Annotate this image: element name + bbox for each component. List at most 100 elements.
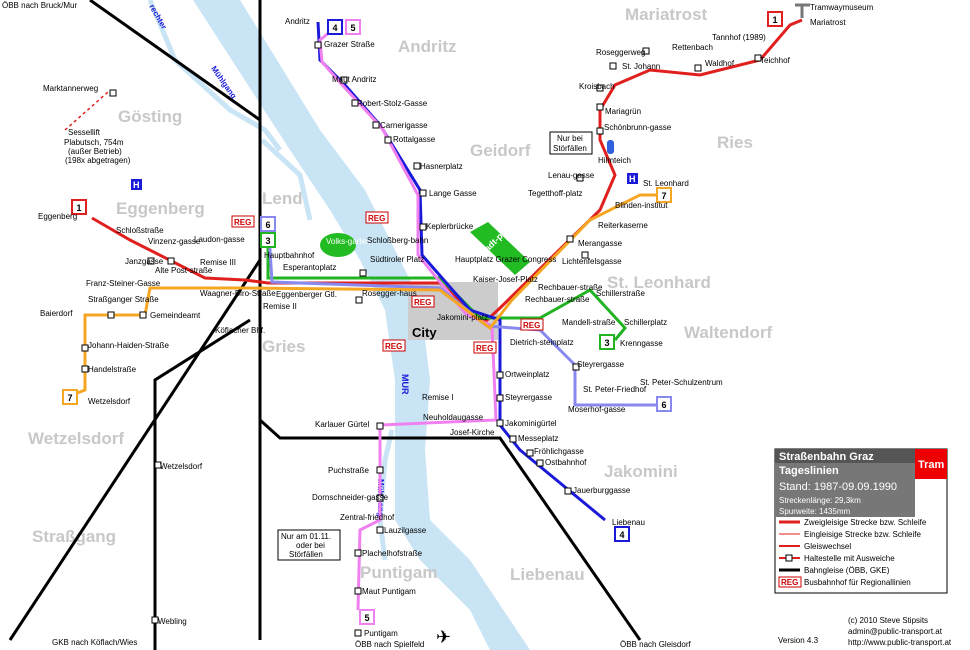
legend-tram-badge: Tram: [918, 459, 945, 471]
svg-text:Mariagrün: Mariagrün: [605, 107, 641, 116]
svg-text:Lenau-gasse: Lenau-gasse: [548, 171, 595, 180]
legend-subtitle: Tageslinien: [779, 465, 839, 477]
district-gries: Gries: [262, 337, 305, 356]
svg-text:Hasnerplatz: Hasnerplatz: [420, 162, 463, 171]
district-ries: Ries: [717, 133, 753, 152]
district-eggenberg: Eggenberg: [116, 199, 205, 218]
svg-text:Gleiswechsel: Gleiswechsel: [804, 542, 851, 551]
city-label: City: [412, 325, 437, 340]
line-5-route: [318, 20, 498, 611]
svg-text:St. Johann: St. Johann: [622, 62, 660, 71]
stoerfall-note-2: Nur am 01.11. oder bei Störfällen: [277, 529, 341, 561]
legend: Straßenbahn Graz Tageslinien Tram Stand:…: [774, 448, 948, 594]
svg-text:Lauzilgasse: Lauzilgasse: [384, 526, 427, 535]
district-goesting: Gösting: [118, 107, 182, 126]
svg-text:St. Leonhard: St. Leonhard: [643, 179, 689, 188]
svg-text:Nur am 01.11.: Nur am 01.11.: [281, 532, 331, 541]
svg-text:Schloßberg-bahn: Schloßberg-bahn: [367, 236, 428, 245]
svg-text:St. Peter-Friedhof: St. Peter-Friedhof: [583, 385, 647, 394]
svg-text:Sessellift: Sessellift: [68, 128, 101, 137]
credits-email: admin@public-transport.at: [848, 627, 943, 636]
svg-text:(198x abgetragen): (198x abgetragen): [65, 156, 131, 165]
svg-text:Rechbauer-straße: Rechbauer-straße: [525, 295, 590, 304]
svg-text:Keplerbrücke: Keplerbrücke: [426, 222, 474, 231]
district-lend: Lend: [262, 189, 303, 208]
svg-text:REG: REG: [414, 298, 431, 307]
district-jakomini: Jakomini: [604, 462, 678, 481]
svg-text:6: 6: [661, 400, 666, 410]
svg-text:Kroisbach: Kroisbach: [579, 82, 615, 91]
svg-text:Zentral-friedhof: Zentral-friedhof: [340, 513, 395, 522]
svg-text:Waldhof: Waldhof: [705, 59, 735, 68]
credits-url: http://www.public-transport.at: [848, 638, 952, 647]
bus-icons: H H: [131, 173, 638, 190]
line-7-route: [71, 193, 665, 397]
svg-text:Köflacher Bhf.: Köflacher Bhf.: [215, 326, 265, 335]
svg-text:Remise III: Remise III: [200, 258, 236, 267]
svg-text:Krenngasse: Krenngasse: [620, 339, 663, 348]
svg-text:St. Peter-Schulzentrum: St. Peter-Schulzentrum: [640, 378, 723, 387]
svg-text:Haltestelle mit Ausweiche: Haltestelle mit Ausweiche: [804, 554, 895, 563]
line-badges: 1 1 4 5 6 3 3 6 7 7 4 5: [62, 11, 783, 625]
line-1-route: [91, 18, 803, 325]
svg-text:Dornschneider-gasse: Dornschneider-gasse: [312, 493, 389, 502]
svg-text:Janzgasse: Janzgasse: [125, 257, 164, 266]
svg-text:Andritz: Andritz: [285, 17, 310, 26]
legend-stand: Stand: 1987-09.09.1990: [779, 481, 897, 493]
svg-text:Maut Andritz: Maut Andritz: [332, 75, 376, 84]
line-3-route: [266, 230, 627, 341]
svg-text:Eingleisige Strecke bzw. Schle: Eingleisige Strecke bzw. Schleife: [804, 530, 922, 539]
svg-text:Tramwaymuseum: Tramwaymuseum: [810, 3, 874, 12]
svg-text:Vinzenz-gasse: Vinzenz-gasse: [148, 237, 201, 246]
district-waltendorf: Waltendorf: [684, 323, 772, 342]
svg-text:Webling: Webling: [158, 617, 187, 626]
svg-text:Ortweinplatz: Ortweinplatz: [505, 370, 549, 379]
muehlgang-canal: [147, 0, 313, 221]
svg-text:Hauptbahnhof: Hauptbahnhof: [264, 251, 315, 260]
svg-text:Neuholdaugasse: Neuholdaugasse: [423, 413, 484, 422]
svg-text:Alte Post-straße: Alte Post-straße: [155, 266, 213, 275]
svg-text:REG: REG: [781, 578, 798, 587]
svg-text:Steyrergasse: Steyrergasse: [505, 393, 553, 402]
svg-text:Schillerplatz: Schillerplatz: [624, 318, 667, 327]
railway-lines: [8, 0, 642, 650]
svg-text:Grazer Straße: Grazer Straße: [324, 40, 375, 49]
svg-text:REG: REG: [234, 218, 251, 227]
mur-label: MUR: [400, 374, 410, 395]
district-geidorf: Geidorf: [470, 141, 531, 160]
svg-text:Johann-Haiden-Straße: Johann-Haiden-Straße: [88, 341, 169, 350]
rechter-label: rechter: [147, 3, 168, 31]
svg-text:Wetzelsdorf: Wetzelsdorf: [160, 462, 203, 471]
svg-text:Straßganger Straße: Straßganger Straße: [88, 295, 159, 304]
svg-text:Hilmteich: Hilmteich: [598, 156, 631, 165]
svg-text:oder bei: oder bei: [296, 541, 325, 550]
legend-gauge: Spurweite: 1435mm: [779, 507, 850, 516]
svg-text:Schillerstraße: Schillerstraße: [596, 289, 645, 298]
svg-text:Blinden-institut: Blinden-institut: [615, 201, 668, 210]
district-st-leonhard: St. Leonhard: [607, 273, 711, 292]
svg-text:7: 7: [67, 393, 72, 403]
stop-labels: Andritz Grazer Straße Maut Andritz Rober…: [38, 3, 874, 638]
svg-text:7: 7: [661, 191, 666, 201]
svg-text:Robert-Stolz-Gasse: Robert-Stolz-Gasse: [357, 99, 428, 108]
svg-text:Moserhof-gasse: Moserhof-gasse: [568, 405, 626, 414]
svg-text:Puchstraße: Puchstraße: [328, 466, 369, 475]
stadtpark: [470, 222, 530, 275]
svg-text:Lange Gasse: Lange Gasse: [429, 189, 477, 198]
svg-text:Maut Puntigam: Maut Puntigam: [362, 587, 416, 596]
svg-text:Rechbauer-straße: Rechbauer-straße: [538, 283, 603, 292]
svg-text:Nur bei: Nur bei: [557, 134, 583, 143]
svg-text:Karlauer Gürtel: Karlauer Gürtel: [315, 420, 369, 429]
svg-text:Jakomini-platz: Jakomini-platz: [437, 313, 488, 322]
svg-text:Steyrergasse: Steyrergasse: [577, 360, 625, 369]
stop-markers: [81, 41, 762, 637]
svg-text:Roseggerweg: Roseggerweg: [596, 48, 645, 57]
svg-text:Jauerburggasse: Jauerburggasse: [573, 486, 631, 495]
svg-text:Jakominigürtel: Jakominigürtel: [505, 419, 557, 428]
svg-text:Baierdorf: Baierdorf: [40, 309, 73, 318]
svg-text:Josef-Kirche: Josef-Kirche: [450, 428, 495, 437]
svg-text:Dietrich-steinplatz: Dietrich-steinplatz: [510, 338, 574, 347]
svg-text:Tannhof (1989): Tannhof (1989): [712, 33, 766, 42]
legend-length: Streckenlänge: 29,3km: [779, 496, 861, 505]
svg-text:Remise II: Remise II: [263, 302, 297, 311]
